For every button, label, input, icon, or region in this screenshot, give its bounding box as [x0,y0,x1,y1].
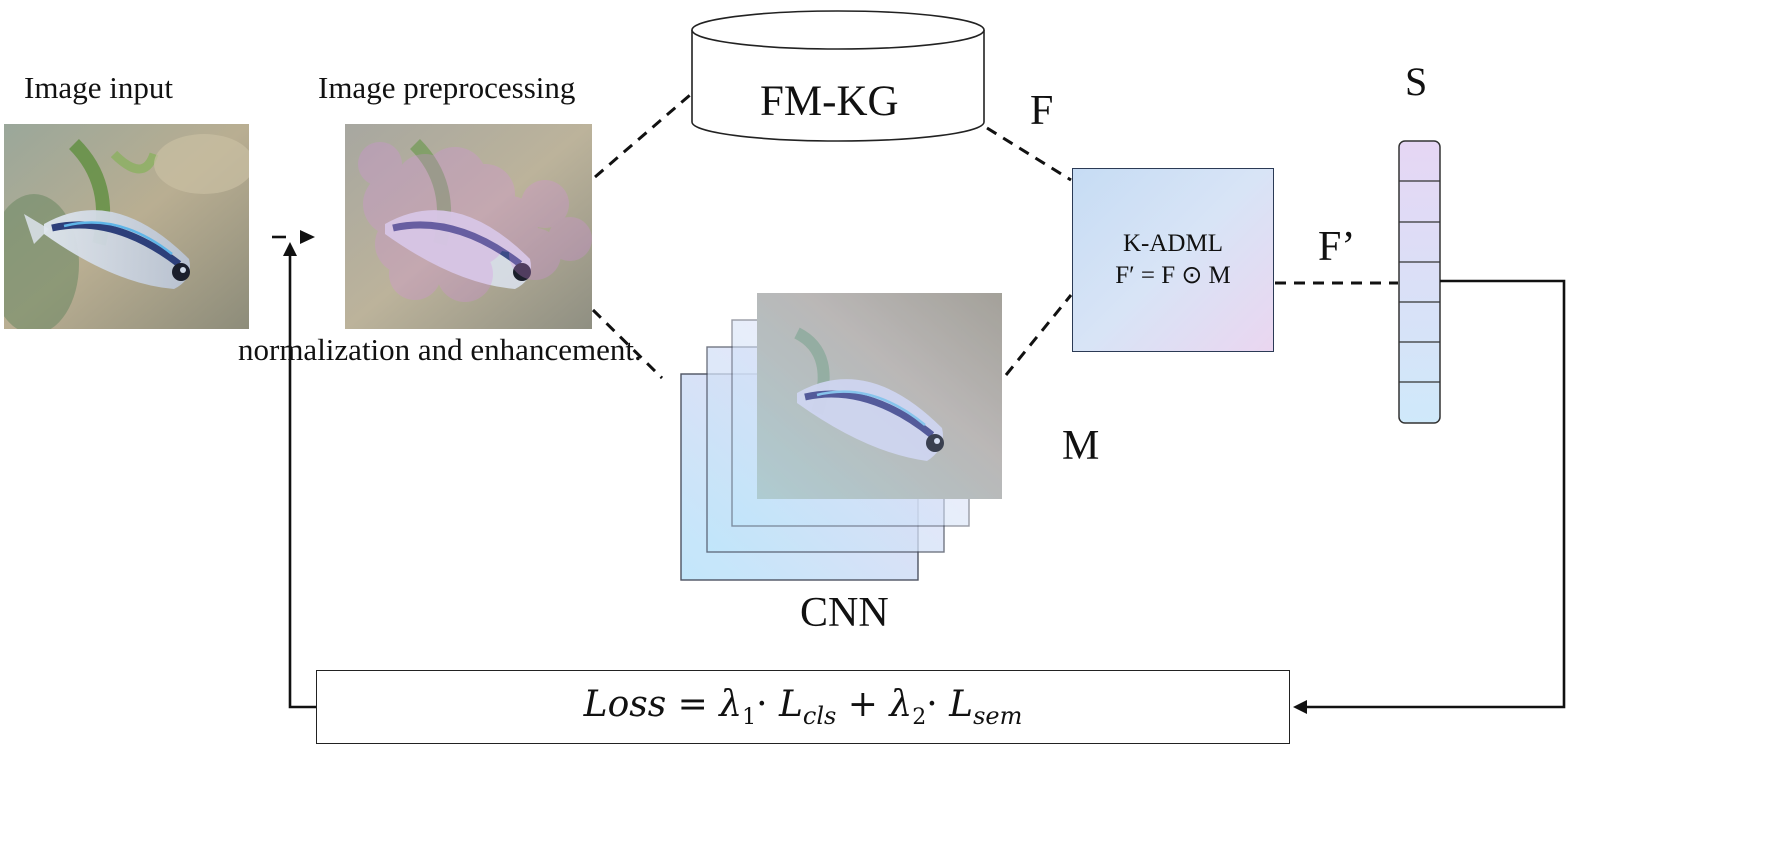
dash-cnn-to-kadml [1004,294,1073,376]
f-prime-label: F’ [1318,224,1356,270]
cnn-front-feature-image [757,293,1002,499]
image-preprocessing-label: Image preprocessing [318,70,576,105]
preprocessed-fish-image [345,124,592,329]
arrow-head-up [283,242,297,256]
s-vector-icon [1398,140,1441,424]
normalization-caption: normalization and enhancement. [238,332,642,367]
image-input-label: Image input [24,70,173,105]
dash-preproc-to-fmkg [594,93,691,179]
kadml-title: K-ADML [1123,229,1223,257]
feedback-line-right [1305,279,1566,709]
dash-preproc-to-cnn [591,308,664,380]
kadml-formula: F′ = F ⊙ M [1115,262,1231,289]
input-fish-image [4,124,249,329]
arrow-head-right [300,230,315,244]
arrow-head-loss [1293,700,1307,714]
s-label: S [1405,59,1428,104]
m-label: M [1062,423,1100,469]
cnn-label: CNN [800,590,889,636]
feedback-line-left [288,254,316,709]
loss-formula-box: Loss = λ1· Lcls + λ2· Lsem [316,670,1290,744]
fmkg-label: FM-KG [760,78,899,125]
fmkg-database-icon [691,10,985,142]
kadml-module-box: K-ADML F′ = F ⊙ M [1072,168,1274,352]
loss-formula: Loss = λ1· Lcls + λ2· Lsem [583,683,1023,731]
f-label: F [1030,88,1054,134]
dash-fmkg-to-kadml [986,126,1072,182]
